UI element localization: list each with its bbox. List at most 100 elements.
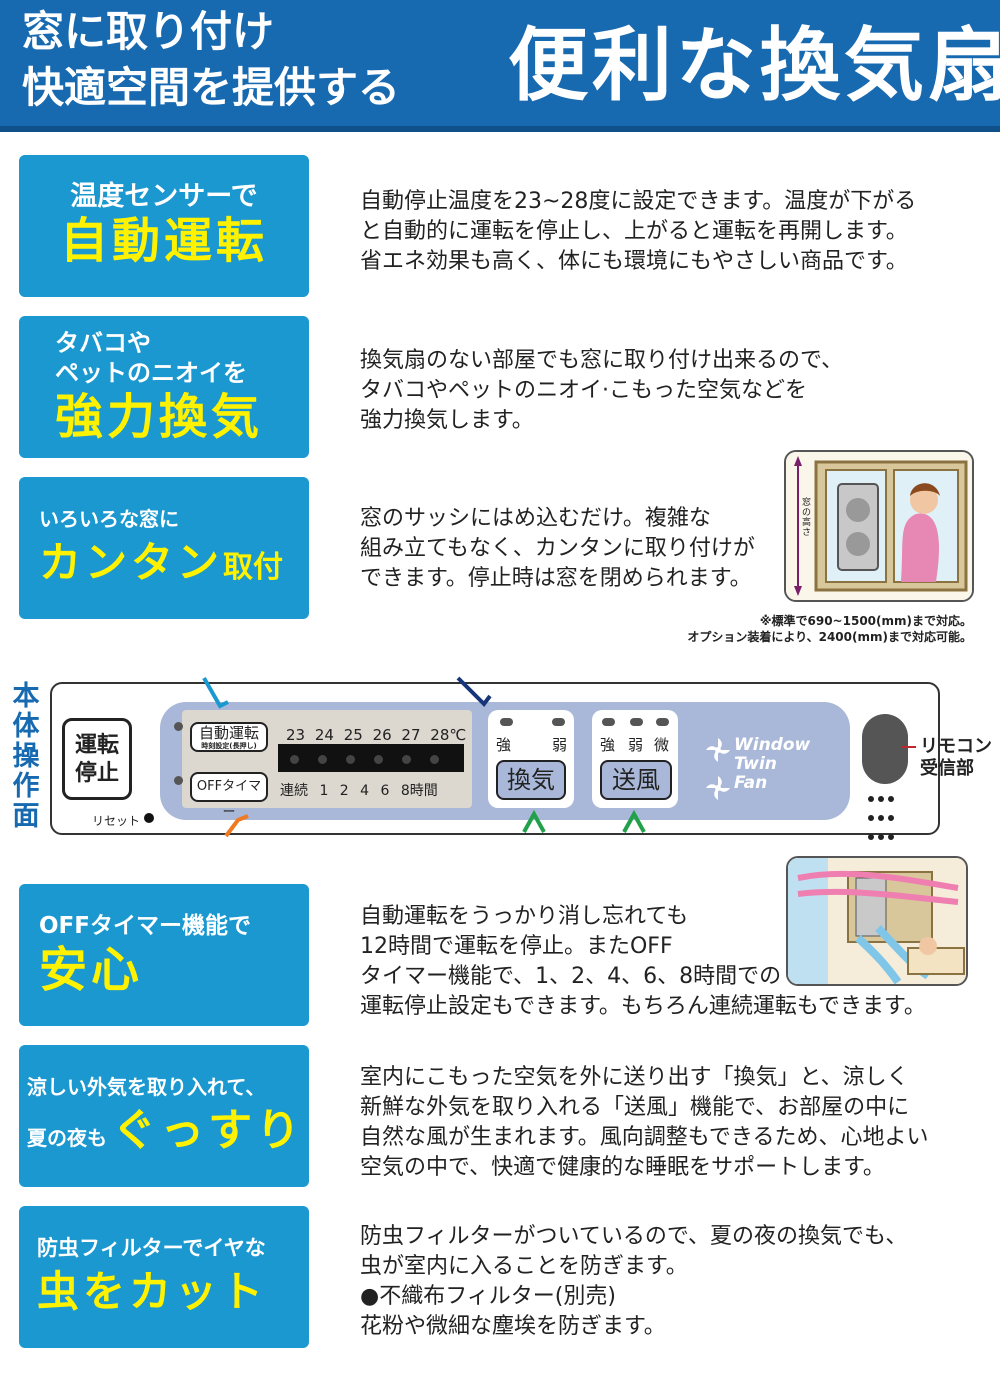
feature-title-row: カンタン取付 xyxy=(39,534,293,592)
indicator-dot xyxy=(318,755,327,764)
timer-led xyxy=(174,776,183,785)
pointer-arrow-icon xyxy=(202,677,229,709)
desc-line: 虫が室内に入ることを防ぎます。 xyxy=(360,1254,688,1279)
indicator-dot xyxy=(430,755,439,764)
remote-receiver-label: リモコン 受信部 xyxy=(920,736,992,780)
desc-line: と自動的に運転を停止し、上がると運転を再開します。 xyxy=(360,219,908,244)
desc-line: 換気扇のない部屋でも窓に取り付け出来るので、 xyxy=(360,348,844,373)
panel-side-title: 本 体 操 作 面 xyxy=(8,682,44,832)
desc-line: 自然な風が生まれます。風向調整もできるため、心地よい xyxy=(360,1125,929,1150)
off-timer-button[interactable]: OFFタイマー xyxy=(190,772,268,820)
feature-description: 自動停止温度を23~28度に設定できます。温度が下がる と自動的に運転を停止し、… xyxy=(360,187,916,277)
desc-line: 強力換気します。 xyxy=(360,408,534,433)
desc-line: 自動運転をうっかり消し忘れても xyxy=(360,904,689,929)
indicator-dot xyxy=(374,755,383,764)
feature-title: 虫をカット xyxy=(37,1267,268,1316)
feature-box-insect-filter: 防虫フィルターでイヤな 虫をカット xyxy=(19,1206,309,1348)
desc-line: 省エネ効果も高く、体にも環境にもやさしい商品です。 xyxy=(360,249,908,274)
clock-set-label: 時刻設定(長押し) xyxy=(201,742,257,750)
side-title-char: 本 xyxy=(12,681,40,712)
fan-weak-label: 弱 xyxy=(628,736,644,754)
receiver-label-line: 受信部 xyxy=(920,758,974,779)
feature-description: 防虫フィルターがついているので、夏の夜の換気でも、 虫が室内に入ることを防ぎます… xyxy=(360,1222,907,1342)
desc-line: できます。停止時は窓を閉められます。 xyxy=(360,566,752,591)
timer-scale: 連続 1 2 4 6 8時間 xyxy=(280,783,438,799)
pointer-arrow-icon xyxy=(224,814,249,838)
support-note-2: オプション装着により、2400(mm)まで対応可能。 xyxy=(687,630,972,644)
vent-led xyxy=(500,718,513,726)
speaker-grille xyxy=(866,788,900,845)
feature-box-auto-run: 温度センサーで 自動運転 xyxy=(19,155,309,297)
feature-title: ぐっすり xyxy=(112,1105,305,1156)
side-title-char: 操 xyxy=(12,741,40,772)
ventilation-button[interactable]: 換気 xyxy=(496,760,566,800)
desc-line: タイマー機能で、1、2、4、6、8時間での xyxy=(360,964,782,989)
desc-line: 防虫フィルターがついているので、夏の夜の換気でも、 xyxy=(360,1224,908,1249)
feature-title: 安心 xyxy=(39,942,144,998)
side-title-char: 作 xyxy=(12,771,40,802)
desc-line: 12時間で運転を停止。またOFF xyxy=(360,934,673,959)
desc-line: タバコやペットのニオイ·こもった空気などを xyxy=(360,378,807,403)
fan-strong-label: 強 xyxy=(600,736,616,754)
side-title-char: 面 xyxy=(12,801,40,832)
feature-subtitle: OFFタイマー機能で xyxy=(39,913,251,939)
pointer-arrow-icon xyxy=(456,676,492,708)
auto-led xyxy=(174,722,183,731)
desc-line: 花粉や微細な塵埃を防ぎます。 xyxy=(360,1314,666,1339)
desc-line: 自動停止温度を23~28度に設定できます。温度が下がる xyxy=(360,189,917,214)
window-height-label: 窓の高さ xyxy=(802,498,812,538)
remote-receiver xyxy=(862,714,908,784)
feature-description: 自動運転をうっかり消し忘れても 12時間で運転を停止。またOFF タイマー機能で… xyxy=(360,902,926,1022)
run-stop-button[interactable]: 運転 停止 xyxy=(62,718,132,800)
night-breeze-picture xyxy=(788,858,966,984)
feature-title: カンタン xyxy=(39,538,224,587)
indicator-dot xyxy=(346,755,355,764)
fan-button[interactable]: 送風 xyxy=(600,760,672,800)
feature-subtitle: 防虫フィルターでイヤな xyxy=(37,1236,266,1260)
reset-label: リセット xyxy=(92,814,141,828)
fan-led xyxy=(630,718,643,726)
feature-box-sound-sleep: 涼しい外気を取り入れて、 夏の夜も ぐっすり xyxy=(19,1045,309,1187)
side-title-char: 体 xyxy=(12,711,40,742)
vent-weak-label: 弱 xyxy=(552,736,568,754)
header-line-2: 快適空間を提供する xyxy=(22,63,401,112)
desc-line: ●不織布フィルター(別売) xyxy=(360,1284,616,1309)
vent-strong-label: 強 xyxy=(496,736,512,754)
indicator-dot xyxy=(290,755,299,764)
logo-word: Twin xyxy=(734,754,777,774)
control-panel: 運転 停止 リセット 自動運転 時刻設定(長押し) OFFタイマー 23 24 … xyxy=(50,676,992,840)
feature-subtitle: タバコや xyxy=(55,329,151,357)
desc-line: 組み立てもなく、カンタンに取り付けが xyxy=(360,536,755,561)
night-breeze-illustration xyxy=(786,856,968,986)
indicator-bar xyxy=(278,744,464,772)
feature-subtitle: 夏の夜も xyxy=(27,1126,107,1150)
feature-subtitle: 温度センサーで xyxy=(70,181,258,212)
support-note-1: ※標準で690~1500(mm)まで対応。 xyxy=(759,614,972,628)
auto-run-button[interactable]: 自動運転 時刻設定(長押し) xyxy=(190,722,268,752)
feature-description: 窓のサッシにはめ込むだけ。複雑な 組み立てもなく、カンタンに取り付けが できます… xyxy=(360,504,780,594)
run-stop-label: 運転 xyxy=(74,733,119,758)
auto-run-label: 自動運転 xyxy=(198,724,259,742)
fan-led xyxy=(602,718,615,726)
feature-description: 換気扇のない部屋でも窓に取り付け出来るので、 タバコやペットのニオイ·こもった空… xyxy=(360,346,843,436)
feature-subtitle: ペットのニオイを xyxy=(55,359,247,387)
window-install-illustration: 窓の高さ xyxy=(784,450,974,602)
desc-line: 運転停止設定もできます。もちろん連続運転もできます。 xyxy=(360,994,926,1019)
feature-box-off-timer: OFFタイマー機能で 安心 xyxy=(19,884,309,1026)
feature-title: 自動運転 xyxy=(59,213,268,269)
pointer-arrow-icon xyxy=(622,809,646,833)
feature-title: 強力換気 xyxy=(55,389,264,445)
temperature-scale: 23 24 25 26 27 28℃ xyxy=(286,726,467,744)
logo-word: Window xyxy=(734,735,811,755)
fan-micro-label: 微 xyxy=(654,736,670,754)
header-line-1: 窓に取り付け xyxy=(22,7,275,56)
feature-title-row: 夏の夜も ぐっすり xyxy=(27,1102,300,1160)
header-banner: 窓に取り付け 快適空間を提供する 便利な換気扇 xyxy=(0,0,1000,132)
fan-logo-icon xyxy=(706,738,730,800)
feature-box-ventilation: タバコや ペットのニオイを 強力換気 xyxy=(19,316,309,458)
reset-button[interactable] xyxy=(144,813,154,823)
feature-subtitle: 涼しい外気を取り入れて、 xyxy=(27,1075,266,1099)
header-title: 便利な換気扇 xyxy=(508,19,1000,112)
fan-led xyxy=(656,718,669,726)
run-stop-label: 停止 xyxy=(74,761,119,786)
